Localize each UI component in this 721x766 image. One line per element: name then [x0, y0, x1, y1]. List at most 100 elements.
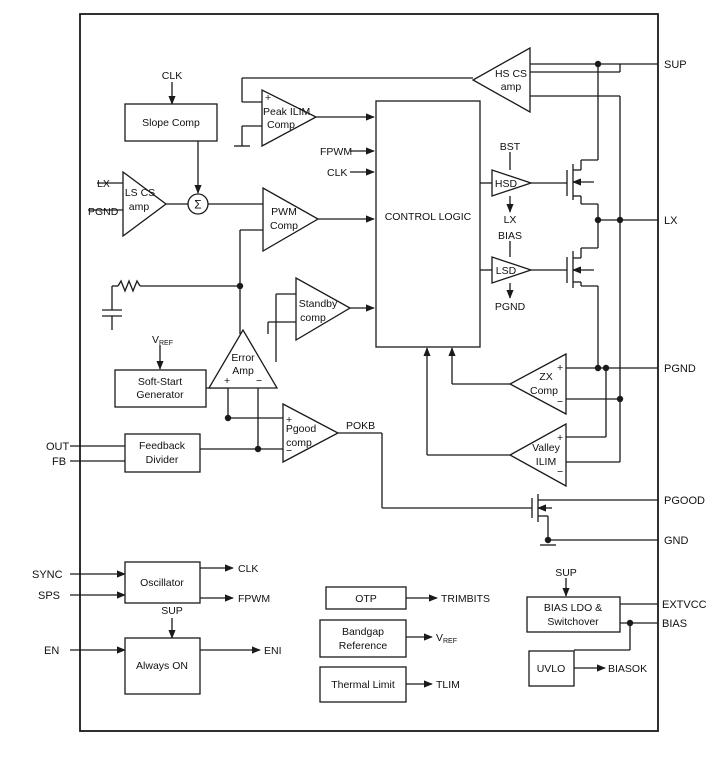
- peak-ilim-comp: Peak ILIM Comp +: [261, 88, 318, 148]
- pwm-comp-label-1: PWM: [271, 206, 297, 218]
- oscillator-label: Oscillator: [140, 577, 184, 589]
- control-logic-label: CONTROL LOGIC: [385, 211, 472, 223]
- hsd-label: HSD: [495, 178, 518, 190]
- pin-lx: LX: [664, 215, 678, 227]
- valley-ilim-label-2: ILIM: [536, 456, 556, 468]
- error-amp-label-2: Amp: [232, 365, 254, 377]
- bandgap-block: Bandgap Reference: [319, 619, 407, 658]
- feedback-divider-block: Feedback Divider: [124, 433, 201, 473]
- eni-label: ENI: [264, 645, 282, 657]
- pin-en: EN: [44, 645, 59, 657]
- pgnd-input-label: PGND: [88, 206, 119, 218]
- pwm-comp-label-2: Comp: [270, 220, 298, 232]
- bias-ldo-label-1: BIAS LDO &: [544, 602, 602, 614]
- clk-out-label: CLK: [238, 563, 258, 575]
- pin-extvcc: EXTVCC: [662, 599, 707, 611]
- bst-label: BST: [500, 141, 521, 153]
- soft-start-block: Soft-Start Generator: [114, 369, 207, 408]
- peak-ilim-label-2: Comp: [267, 119, 295, 131]
- uvlo-block: UVLO: [528, 650, 575, 687]
- sup-ldo-label: SUP: [555, 567, 577, 579]
- biasok-label: BIASOK: [608, 663, 647, 675]
- vref-main: V: [152, 334, 159, 346]
- standby-comp-label-1: Standby: [299, 298, 338, 310]
- external-pins: SUP LX PGND PGOOD GND EXTVCC BIAS OUT FB…: [32, 59, 707, 657]
- pgood-comp-minus: −: [286, 445, 292, 457]
- valley-ilim-comp: Valley ILIM + −: [508, 422, 567, 488]
- pwm-comp: PWM Comp: [262, 186, 320, 253]
- bandgap-label-1: Bandgap: [342, 626, 384, 638]
- feedback-divider-label-1: Feedback: [139, 440, 186, 452]
- peak-ilim-label-1: Peak ILIM: [263, 106, 310, 118]
- always-on-block: Always ON: [124, 637, 201, 695]
- hsd-driver: HSD: [491, 169, 534, 197]
- error-amp-label-1: Error: [231, 352, 255, 364]
- control-logic-block: CONTROL LOGIC: [375, 100, 481, 348]
- sup-ao-label: SUP: [161, 605, 183, 617]
- pin-pgood: PGOOD: [664, 495, 705, 507]
- feedback-divider-label-2: Divider: [146, 454, 179, 466]
- zx-comp-label-1: ZX: [539, 371, 552, 383]
- lsd-label: LSD: [496, 265, 517, 277]
- oscillator-block: Oscillator: [124, 561, 201, 604]
- standby-comp-label-2: comp: [300, 312, 326, 324]
- thermal-limit-block: Thermal Limit: [319, 666, 407, 703]
- fpwm-out-label: FPWM: [238, 593, 270, 605]
- fpwm-input-label: FPWM: [320, 146, 352, 158]
- otp-block: OTP: [325, 586, 407, 610]
- ls-cs-amp-label-2: amp: [129, 201, 150, 213]
- pin-sup: SUP: [664, 59, 687, 71]
- valley-ilim-minus: −: [557, 466, 563, 478]
- pgood-mosfet: [531, 494, 552, 522]
- low-side-mosfet: [566, 248, 594, 288]
- tlim-label: TLIM: [436, 679, 460, 691]
- hs-cs-amp-label-1: HS CS: [495, 68, 527, 80]
- pgood-comp-label-1: Pgood: [286, 423, 317, 435]
- summing-junction: Σ: [187, 193, 209, 215]
- clk-input-label: CLK: [327, 167, 347, 179]
- bias-ldo-label-2: Switchover: [547, 616, 599, 628]
- lsd-driver: LSD: [491, 256, 534, 284]
- soft-start-label-2: Generator: [136, 389, 184, 401]
- uvlo-label: UVLO: [537, 663, 566, 675]
- vref-bg-sub: REF: [443, 638, 457, 645]
- pgood-comp: Pgood comp + −: [282, 402, 340, 464]
- zx-comp: ZX Comp + −: [508, 352, 567, 416]
- zx-comp-minus: −: [557, 396, 563, 408]
- hs-cs-amp-label-2: amp: [501, 81, 522, 93]
- sum-symbol: Σ: [194, 198, 201, 212]
- otp-label: OTP: [355, 593, 377, 605]
- high-side-mosfet: [566, 160, 594, 204]
- pin-fb: FB: [52, 456, 66, 468]
- pgood-comp-plus: +: [286, 414, 292, 426]
- thermal-limit-label: Thermal Limit: [331, 679, 395, 691]
- clk-top-label: CLK: [162, 70, 182, 82]
- slope-comp-block: Slope Comp: [124, 103, 218, 142]
- lx-input-label: LX: [97, 178, 110, 190]
- standby-comp: Standby comp: [295, 276, 352, 342]
- hs-cs-amp: HS CS amp: [471, 46, 531, 114]
- valley-ilim-label-1: Valley: [532, 442, 561, 454]
- pin-out: OUT: [46, 441, 70, 453]
- slope-comp-label: Slope Comp: [142, 117, 200, 129]
- pin-sps: SPS: [38, 590, 60, 602]
- ls-cs-amp: LS CS amp: [122, 170, 168, 238]
- pgood-comp-label-2: comp: [286, 437, 312, 449]
- soft-start-label-1: Soft-Start: [138, 376, 182, 388]
- ic-boundary: [79, 13, 659, 732]
- wires: [70, 63, 658, 688]
- zx-comp-label-2: Comp: [530, 385, 558, 397]
- error-amp-plus: +: [224, 375, 230, 387]
- zx-comp-plus: +: [557, 362, 563, 374]
- pin-pgnd: PGND: [664, 363, 696, 375]
- pin-sync: SYNC: [32, 569, 63, 581]
- bias-lsd-label: BIAS: [498, 230, 522, 242]
- vref-sub: REF: [159, 340, 173, 347]
- signal-labels: CLK LX PGND FPWM CLK BST LX BIAS PGND V …: [88, 70, 647, 691]
- lx-hsd-label: LX: [504, 214, 517, 226]
- error-amp-minus: −: [256, 375, 262, 387]
- pokb-label: POKB: [346, 420, 375, 432]
- pgnd-lsd-label: PGND: [495, 301, 526, 313]
- trimbits-label: TRIMBITS: [441, 593, 490, 605]
